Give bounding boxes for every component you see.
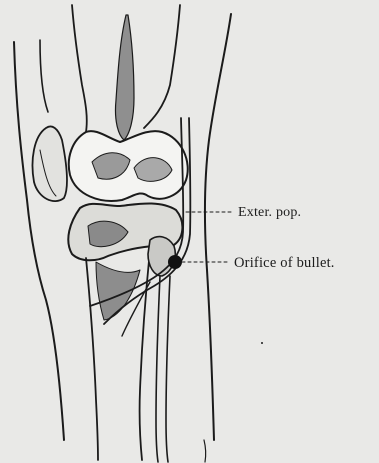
leg-outline-left-inner [40, 40, 48, 112]
stray-mark [204, 440, 206, 462]
tibia-shaft-left [86, 258, 98, 460]
fibula-shaft [156, 276, 160, 462]
label-orifice-of-bullet: Orifice of bullet. [234, 255, 335, 272]
patella [33, 127, 68, 202]
leg-outline-left [14, 42, 64, 440]
fibula-shaft-edge [166, 276, 170, 462]
femur-medullary-shading [115, 15, 134, 140]
speck [261, 342, 263, 344]
label-exter-pop: Exter. pop. [238, 205, 301, 221]
leg-outline-right [205, 14, 231, 440]
femur-right-edge [144, 5, 180, 128]
femur-left-edge [72, 5, 87, 132]
bullet-orifice-marker [168, 255, 182, 269]
